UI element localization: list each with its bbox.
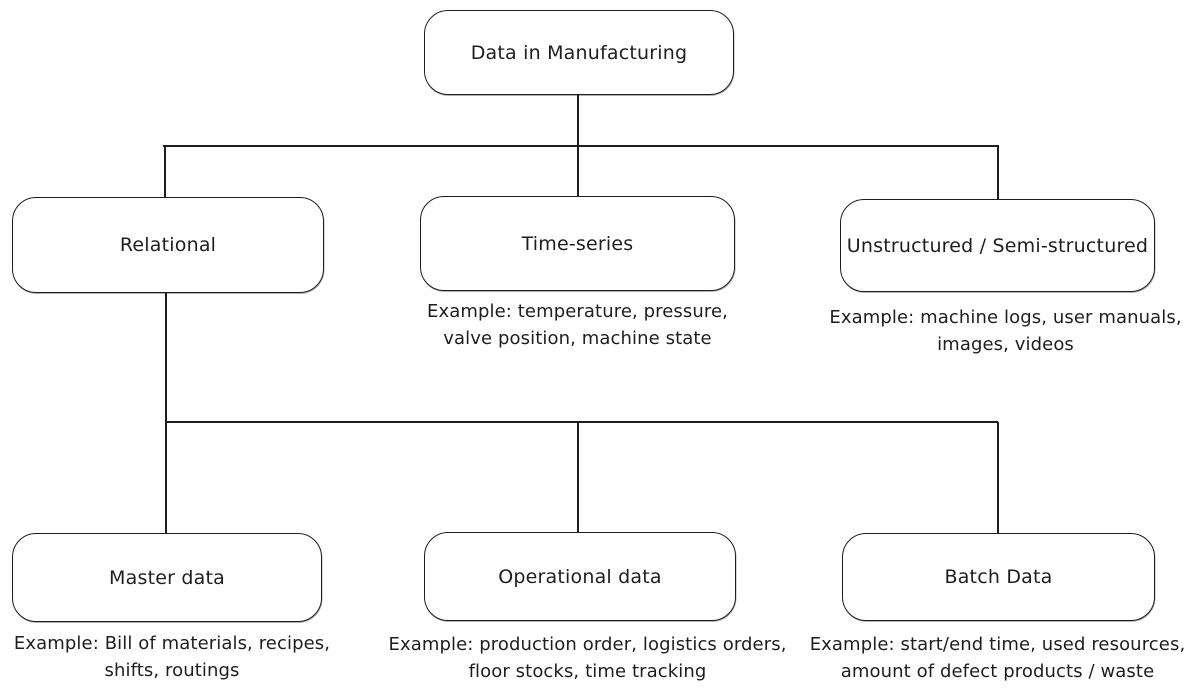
node-label-unstructured-semi-structured: Unstructured / Semi-structured — [846, 234, 1149, 257]
node-label-relational: Relational — [119, 234, 217, 256]
caption-batch-data-example: Example: start/end time, used resources,… — [809, 634, 1186, 682]
caption-operational-data-example: Example: production order, logistics ord… — [388, 634, 787, 682]
node-label-master-data: Master data — [109, 566, 225, 589]
connector-relational-to-operational — [577, 422, 579, 532]
connector-root-to-unstructured — [997, 146, 999, 199]
caption-time-series-example: Example: temperature, pressure, valve po… — [426, 301, 729, 349]
connector-relational-to-batch — [997, 422, 999, 533]
node-master-data[interactable]: Master data — [12, 533, 322, 622]
connector-relational-to-master — [165, 293, 167, 533]
node-label-time-series: Time-series — [521, 232, 634, 255]
node-label-batch-data: Batch Data — [944, 566, 1053, 588]
node-label-operational-data: Operational data — [498, 565, 662, 588]
caption-unstructured-example: Example: machine logs, user manuals, ima… — [829, 307, 1182, 355]
node-label-data-in-manufacturing: Data in Manufacturing — [470, 41, 688, 64]
node-operational-data[interactable]: Operational data — [424, 532, 736, 621]
node-unstructured-semi-structured[interactable]: Unstructured / Semi-structured — [840, 199, 1155, 292]
node-relational[interactable]: Relational — [12, 197, 324, 293]
node-data-in-manufacturing[interactable]: Data in Manufacturing — [424, 10, 734, 95]
node-batch-data[interactable]: Batch Data — [842, 533, 1155, 621]
caption-master-data-example: Example: Bill of materials, recipes, shi… — [13, 633, 331, 681]
connector-level2-horizontal — [165, 421, 998, 423]
connector-root-to-relational — [164, 146, 166, 197]
node-time-series[interactable]: Time-series — [420, 196, 735, 291]
connector-level1-horizontal — [163, 145, 999, 147]
